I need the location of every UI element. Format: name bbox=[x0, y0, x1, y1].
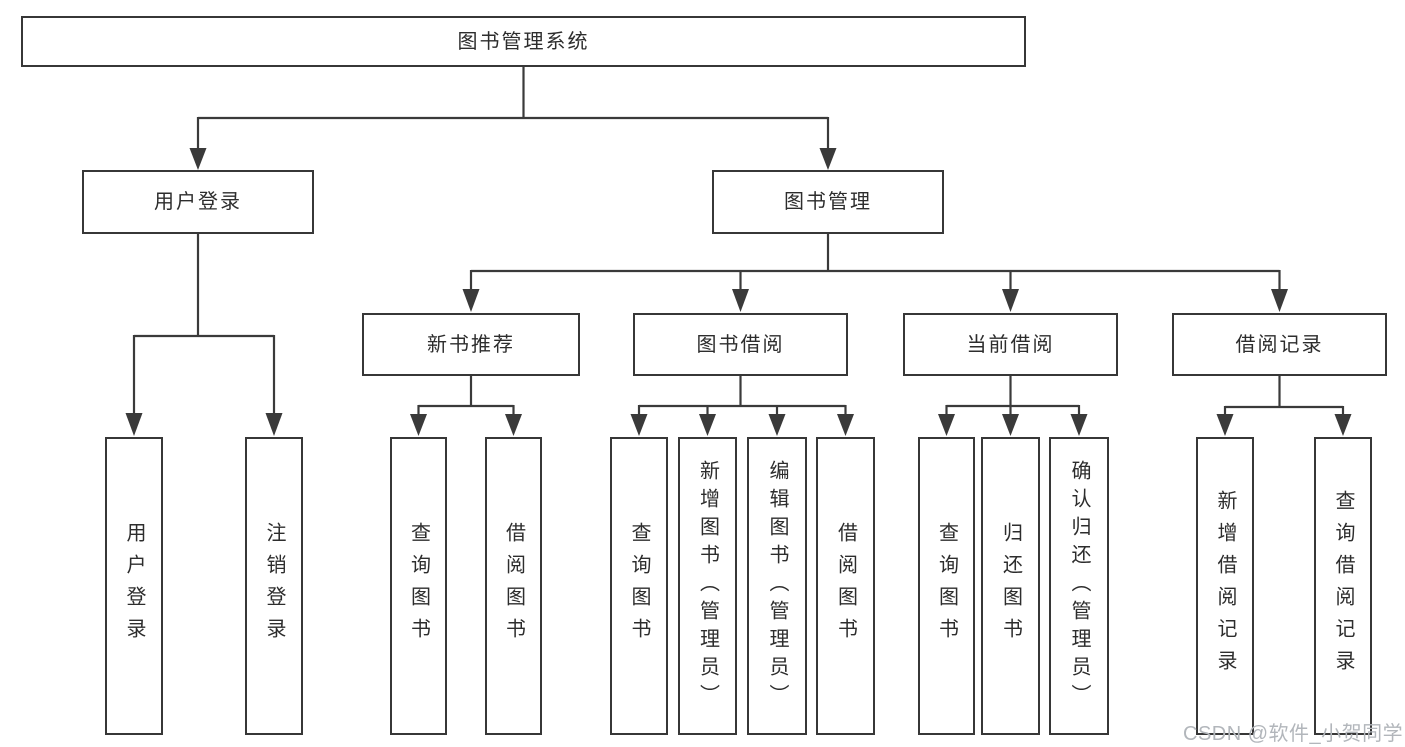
node-label: 查询图书 bbox=[407, 522, 430, 650]
node-confirm-return-admin: 确认归还（管理员） bbox=[1049, 437, 1109, 735]
node-logout: 注销登录 bbox=[245, 437, 303, 735]
connector-borrow-record-split bbox=[1216, 376, 1352, 436]
node-borrow-books-leaf: 借阅图书 bbox=[816, 437, 875, 735]
node-label: 确认归还（管理员） bbox=[1068, 460, 1090, 712]
connector-current-borrow-split bbox=[938, 376, 1088, 436]
node-label: 图书管理系统 bbox=[457, 30, 590, 53]
connector-book-management-split bbox=[462, 234, 1288, 312]
node-edit-book-admin: 编辑图书（管理员） bbox=[747, 437, 807, 735]
node-return-books: 归还图书 bbox=[981, 437, 1040, 735]
node-user-login: 用户登录 bbox=[82, 170, 314, 234]
connector-root-split bbox=[189, 66, 837, 170]
node-label: 归还图书 bbox=[999, 522, 1022, 650]
node-borrow-books-recommend: 借阅图书 bbox=[485, 437, 542, 735]
connector-book-borrow-split bbox=[630, 376, 854, 436]
node-add-book-admin: 新增图书（管理员） bbox=[678, 437, 737, 735]
node-label: 借阅记录 bbox=[1235, 333, 1324, 356]
node-add-borrow-record: 新增借阅记录 bbox=[1196, 437, 1254, 735]
node-label: 新增图书（管理员） bbox=[696, 460, 719, 712]
node-book-management: 图书管理 bbox=[712, 170, 944, 234]
node-label: 查询借阅记录 bbox=[1332, 490, 1354, 682]
node-label: 借阅图书 bbox=[834, 522, 857, 650]
node-user-login-leaf: 用户登录 bbox=[105, 437, 163, 735]
node-label: 用户登录 bbox=[123, 522, 145, 650]
node-label: 当前借阅 bbox=[966, 333, 1055, 356]
node-borrowing-records: 借阅记录 bbox=[1172, 313, 1387, 376]
node-label: 用户登录 bbox=[154, 191, 242, 213]
connector-new-book-split bbox=[410, 376, 522, 436]
node-query-books-recommend: 查询图书 bbox=[390, 437, 447, 735]
node-label: 查询图书 bbox=[628, 522, 650, 650]
watermark: CSDN @软件_小贺同学 bbox=[1183, 723, 1404, 745]
node-query-books-current: 查询图书 bbox=[918, 437, 975, 735]
node-label: 查询图书 bbox=[935, 522, 958, 650]
node-book-borrowing: 图书借阅 bbox=[633, 313, 848, 376]
node-label: 新增借阅记录 bbox=[1214, 490, 1236, 682]
node-query-borrow-record: 查询借阅记录 bbox=[1314, 437, 1372, 735]
node-label: 借阅图书 bbox=[502, 522, 525, 650]
node-label: 图书管理 bbox=[784, 191, 872, 213]
node-label: 新书推荐 bbox=[427, 333, 515, 356]
node-query-books-borrow: 查询图书 bbox=[610, 437, 668, 735]
node-label: 编辑图书（管理员） bbox=[766, 460, 788, 712]
connector-user-login-split bbox=[125, 234, 283, 436]
node-current-borrowing: 当前借阅 bbox=[903, 313, 1118, 376]
node-label: 图书借阅 bbox=[696, 333, 785, 356]
node-library-management-system: 图书管理系统 bbox=[21, 16, 1026, 67]
node-new-book-recommendation: 新书推荐 bbox=[362, 313, 580, 376]
node-label: 注销登录 bbox=[263, 522, 285, 650]
